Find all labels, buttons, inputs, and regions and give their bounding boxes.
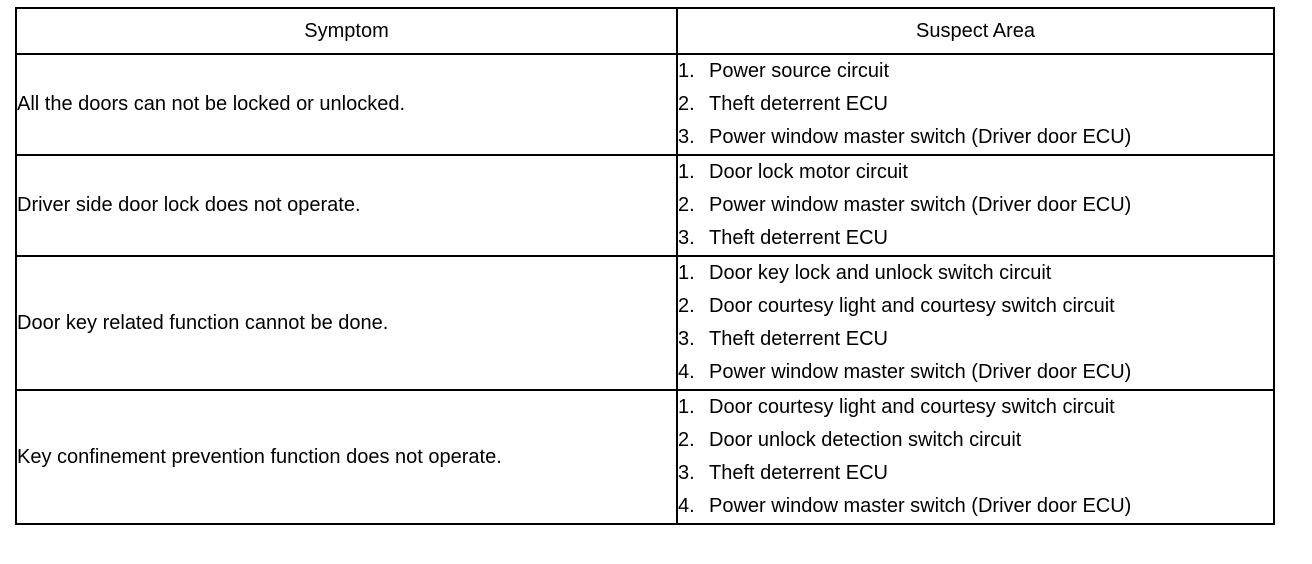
table-row: All the doors can not be locked or unloc…	[15, 53, 1275, 156]
item-text: Door lock motor circuit	[709, 161, 908, 183]
item-number: 2.	[678, 295, 695, 317]
item-text: Door courtesy light and courtesy switch …	[709, 396, 1115, 418]
suspect-item: 4. Power window master switch (Driver doo…	[678, 356, 1273, 389]
suspect-item: 4. Power window master switch (Driver doo…	[678, 490, 1273, 523]
item-text: Door key lock and unlock switch circuit	[709, 262, 1052, 284]
suspect-item: 2. Power window master switch (Driver doo…	[678, 189, 1273, 222]
suspect-item: 3. Power window master switch (Driver doo…	[678, 121, 1273, 154]
suspect-item: 1. Power source circuit	[678, 55, 1273, 88]
item-text: Door unlock detection switch circuit	[709, 429, 1022, 451]
item-number: 3.	[678, 126, 695, 148]
table-row: Key confinement prevention function does…	[15, 389, 1275, 525]
symptom-cell: Driver side door lock does not operate.	[15, 154, 678, 257]
item-text: Theft deterrent ECU	[709, 93, 888, 115]
suspect-item: 1. Door courtesy light and courtesy switc…	[678, 391, 1273, 424]
item-number: 1.	[678, 161, 695, 183]
suspect-item: 2. Theft deterrent ECU	[678, 88, 1273, 121]
table-row: Door key related function cannot be done…	[15, 255, 1275, 391]
item-number: 2.	[678, 93, 695, 115]
suspect-item: 1. Door lock motor circuit	[678, 156, 1273, 189]
symptom-header: Symptom	[15, 7, 678, 55]
header-row: Symptom Suspect Area	[15, 7, 1275, 55]
suspect-item: 3. Theft deterrent ECU	[678, 222, 1273, 255]
item-number: 3.	[678, 462, 695, 484]
item-text: Theft deterrent ECU	[709, 462, 888, 484]
symptom-table: Symptom Suspect Area All the doors can n…	[15, 7, 1275, 525]
item-text: Power window master switch (Driver door …	[709, 361, 1132, 383]
item-number: 3.	[678, 328, 695, 350]
item-text: Theft deterrent ECU	[709, 227, 888, 249]
item-number: 1.	[678, 396, 695, 418]
suspect-item: 1. Door key lock and unlock switch circui…	[678, 257, 1273, 290]
item-number: 4.	[678, 361, 695, 383]
suspect-area-header: Suspect Area	[676, 7, 1275, 55]
item-text: Door courtesy light and courtesy switch …	[709, 295, 1115, 317]
suspect-item: 2. Door unlock detection switch circuit	[678, 424, 1273, 457]
suspect-item: 2. Door courtesy light and courtesy switc…	[678, 290, 1273, 323]
symptom-cell: All the doors can not be locked or unloc…	[15, 53, 678, 156]
item-number: 2.	[678, 429, 695, 451]
item-text: Power window master switch (Driver door …	[709, 126, 1132, 148]
item-text: Power window master switch (Driver door …	[709, 194, 1132, 216]
item-text: Power window master switch (Driver door …	[709, 495, 1132, 517]
item-number: 1.	[678, 60, 695, 82]
suspect-area-cell: 1. Door lock motor circuit 2. Power window…	[676, 154, 1275, 257]
table-row: Driver side door lock does not operate. …	[15, 154, 1275, 257]
symptom-cell: Door key related function cannot be done…	[15, 255, 678, 391]
suspect-item: 3. Theft deterrent ECU	[678, 323, 1273, 356]
suspect-area-cell: 1. Power source circuit 2. Theft deterrent…	[676, 53, 1275, 156]
item-number: 3.	[678, 227, 695, 249]
suspect-area-cell: 1. Door courtesy light and courtesy switc…	[676, 389, 1275, 525]
suspect-area-cell: 1. Door key lock and unlock switch circui…	[676, 255, 1275, 391]
suspect-item: 3. Theft deterrent ECU	[678, 457, 1273, 490]
item-number: 4.	[678, 495, 695, 517]
item-number: 1.	[678, 262, 695, 284]
item-number: 2.	[678, 194, 695, 216]
symptom-cell: Key confinement prevention function does…	[15, 389, 678, 525]
item-text: Power source circuit	[709, 60, 890, 82]
item-text: Theft deterrent ECU	[709, 328, 888, 350]
